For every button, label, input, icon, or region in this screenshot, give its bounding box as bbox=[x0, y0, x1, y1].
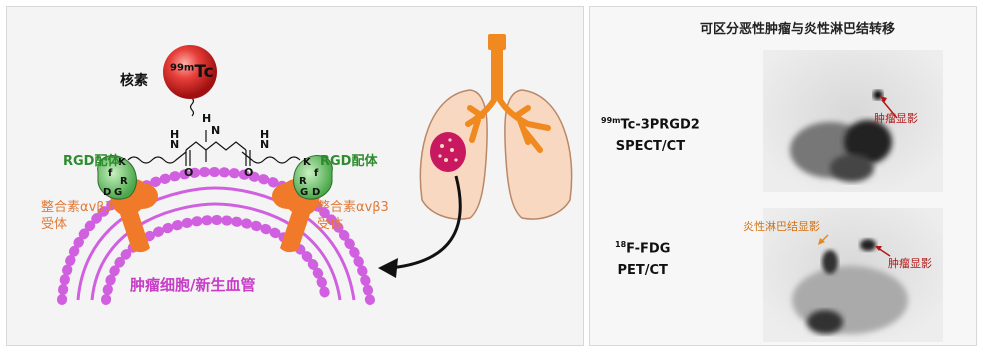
tumor-imaging-label: 肿瘤显影 bbox=[888, 255, 932, 271]
tumor-imaging-label: 肿瘤显影 bbox=[874, 110, 918, 126]
lymph-node-label: 炎性淋巴结显影 bbox=[743, 218, 820, 234]
arrow-head bbox=[378, 258, 398, 278]
spect-tracer-label: 99mTc-3PRGD2 SPECT/CT bbox=[601, 110, 700, 158]
rgd-ligand-label-left: RGD配体 bbox=[63, 150, 120, 169]
pet-mass: 18 bbox=[615, 240, 626, 249]
atom-label: H bbox=[170, 128, 179, 141]
peptide-letter: R bbox=[299, 176, 307, 187]
integrin-label-right: 整合素αvβ3 受体 bbox=[317, 199, 389, 233]
integrin-name: 整合素αvβ3 bbox=[41, 199, 113, 216]
receptor-name: 受体 bbox=[41, 216, 113, 233]
nuclide-label: 核素 bbox=[120, 70, 148, 90]
atom-label: H bbox=[202, 112, 211, 125]
wavy-linker bbox=[128, 152, 186, 163]
wavy-linker bbox=[191, 98, 194, 116]
atom-label: O bbox=[184, 166, 193, 179]
peptide-letter: K bbox=[303, 157, 312, 168]
receptor-name: 受体 bbox=[317, 216, 389, 233]
integrin-name: 整合素αvβ3 bbox=[317, 199, 389, 216]
tumor-cell-label: 肿瘤细胞/新生血管 bbox=[130, 274, 255, 295]
spect-tracer: Tc-3PRGD2 bbox=[620, 117, 699, 132]
peptide-letter: R bbox=[120, 176, 128, 187]
peptide-letter: D bbox=[312, 187, 320, 198]
spect-mass: 99m bbox=[601, 116, 620, 125]
wavy-linker bbox=[242, 152, 300, 163]
isotope-label: 99mTc bbox=[170, 62, 214, 82]
isotope-mass: 99m bbox=[170, 62, 194, 73]
atom-label: O bbox=[244, 166, 253, 179]
pet-tracer: F-FDG bbox=[626, 241, 670, 256]
peptide-letter: f bbox=[108, 168, 113, 179]
atom-label: N bbox=[260, 138, 269, 151]
peptide-letter: D bbox=[103, 187, 111, 198]
rgd-ligand-label-right: RGD配体 bbox=[320, 150, 377, 169]
pet-tracer-label: 18F-FDG PET/CT bbox=[615, 234, 670, 282]
peptide-letter: f bbox=[314, 168, 319, 179]
right-lung bbox=[505, 90, 572, 219]
peptide-letter: G bbox=[114, 187, 122, 198]
spect-method: SPECT/CT bbox=[601, 136, 700, 158]
peptide-letter: G bbox=[300, 187, 308, 198]
tumor-spot bbox=[430, 132, 466, 172]
pet-method: PET/CT bbox=[615, 260, 670, 282]
integrin-label-left: 整合素αvβ3 受体 bbox=[41, 199, 113, 233]
isotope-symbol: Tc bbox=[194, 62, 213, 82]
atom-label: N bbox=[211, 124, 220, 137]
lungs-illustration bbox=[378, 34, 572, 278]
panel-title: 可区分恶性肿瘤与炎性淋巴结转移 bbox=[700, 18, 895, 37]
backbone bbox=[186, 142, 246, 150]
